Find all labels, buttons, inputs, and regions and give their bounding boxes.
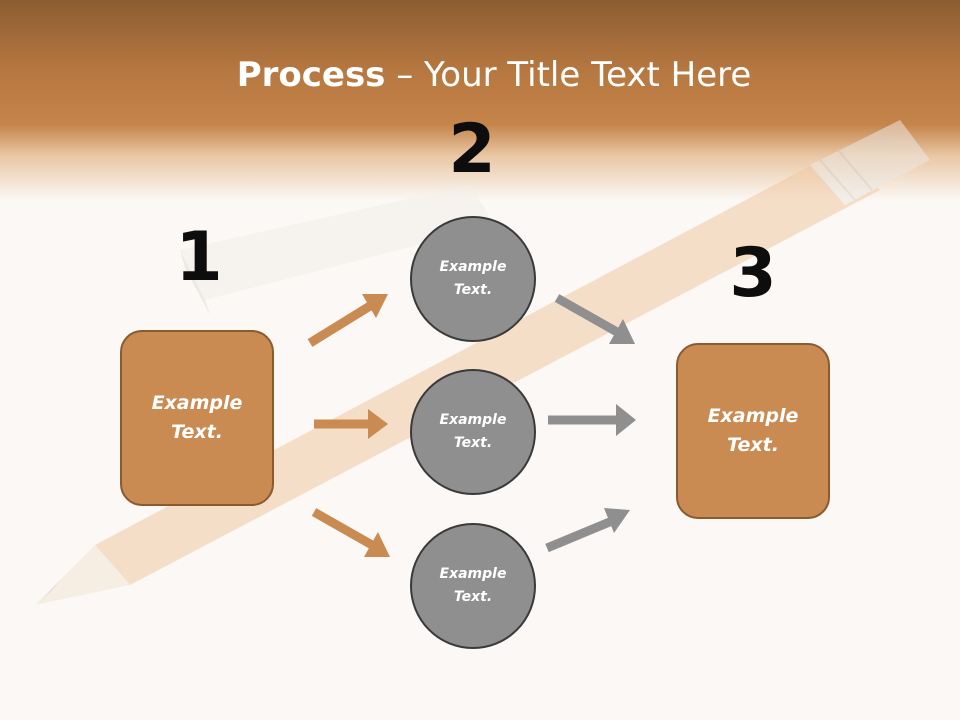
step-2-circle-top: Example Text. bbox=[410, 216, 536, 342]
arrow-right-icon bbox=[548, 404, 636, 436]
arrow-right-up-icon bbox=[545, 508, 630, 553]
header-band bbox=[0, 0, 960, 200]
arrow-right-down-icon bbox=[554, 294, 635, 344]
step-2-circle-bottom: Example Text. bbox=[410, 523, 536, 649]
step-1-box: Example Text. bbox=[120, 330, 274, 506]
arrow-right-icon bbox=[314, 409, 388, 439]
step-number-3: 3 bbox=[729, 234, 777, 313]
arrow-right-down-icon bbox=[311, 508, 390, 557]
title-rest: – Your Title Text Here bbox=[385, 55, 752, 95]
step-3-box: Example Text. bbox=[676, 343, 830, 519]
arrow-right-up-icon bbox=[307, 294, 388, 347]
title-bold: Process bbox=[236, 55, 386, 95]
step-number-2: 2 bbox=[448, 110, 496, 189]
step-2-circle-middle: Example Text. bbox=[410, 369, 536, 495]
page-title: Process – Your Title Text Here bbox=[0, 52, 960, 98]
step-number-1: 1 bbox=[175, 218, 223, 297]
